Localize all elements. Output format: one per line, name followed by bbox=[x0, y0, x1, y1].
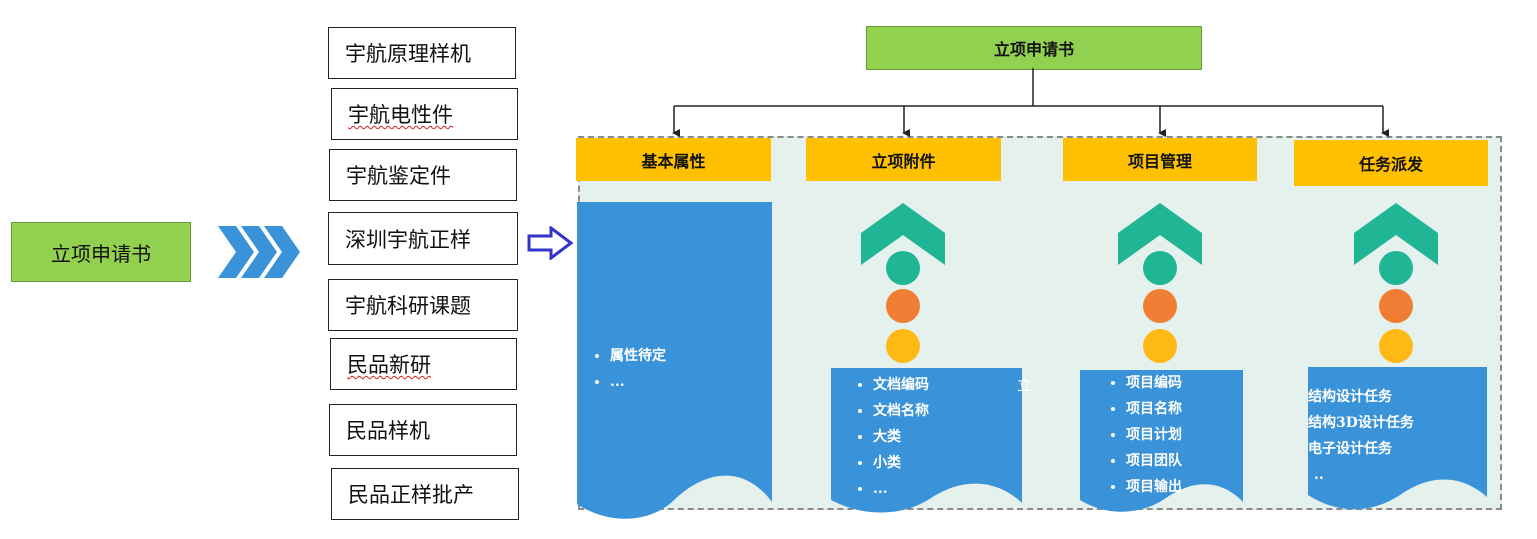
list-item: 大类 bbox=[873, 424, 929, 450]
task-list: 结构设计任务 结构3D设计任务 电子设计任务 .. bbox=[1308, 384, 1414, 488]
stray-text: 立 bbox=[1017, 376, 1033, 394]
list-item: 项目输出 bbox=[1126, 474, 1182, 500]
project-type-item[interactable]: 民品样机 bbox=[329, 404, 517, 456]
column-header: 任务派发 bbox=[1294, 140, 1488, 186]
attributes-list: 属性待定 ... bbox=[592, 343, 666, 395]
document-shape bbox=[577, 202, 772, 519]
document-shape bbox=[831, 368, 1022, 513]
project-type-item[interactable]: 宇航科研课题 bbox=[328, 279, 518, 331]
list-item: 项目计划 bbox=[1126, 422, 1182, 448]
project-type-item[interactable]: 宇航电性件 bbox=[331, 88, 518, 140]
up-chevron-icon bbox=[1118, 203, 1202, 265]
list-item: ... bbox=[873, 476, 929, 502]
column-header: 基本属性 bbox=[576, 138, 771, 181]
up-chevron-icon bbox=[861, 203, 945, 265]
list-item: .. bbox=[1314, 467, 1324, 483]
top-application-box: 立项申请书 bbox=[866, 26, 1202, 70]
up-chevron-icon bbox=[1354, 203, 1438, 265]
list-item: 项目名称 bbox=[1126, 396, 1182, 422]
list-item: 文档编码 bbox=[873, 372, 929, 398]
list-item: 结构设计任务 bbox=[1308, 389, 1392, 405]
list-item: 结构3D设计任务 bbox=[1308, 415, 1414, 431]
list-item: 项目编码 bbox=[1126, 370, 1182, 396]
project-type-item[interactable]: 宇航原理样机 bbox=[328, 27, 516, 79]
left-application-box: 立项申请书 bbox=[11, 222, 191, 282]
circle-stack-icon bbox=[886, 251, 920, 363]
circle-stack-icon bbox=[1143, 251, 1177, 363]
management-list: 项目编码 项目名称 项目计划 项目团队 项目输出 bbox=[1108, 370, 1182, 500]
list-item: 项目团队 bbox=[1126, 448, 1182, 474]
list-item: 小类 bbox=[873, 450, 929, 476]
column-header: 立项附件 bbox=[806, 138, 1001, 181]
document-shape bbox=[1308, 367, 1487, 510]
attachments-list: 文档编码 文档名称 大类 小类 ... bbox=[855, 372, 929, 502]
list-item: 文档名称 bbox=[873, 398, 929, 424]
circle-stack-icon bbox=[1379, 251, 1413, 363]
triple-chevron-icon bbox=[218, 226, 300, 278]
list-item: ... bbox=[610, 369, 666, 395]
list-item: 属性待定 bbox=[610, 343, 666, 369]
list-item: 电子设计任务 bbox=[1308, 441, 1392, 457]
outline-arrow-icon bbox=[527, 226, 573, 260]
project-type-item[interactable]: 民品新研 bbox=[330, 338, 517, 390]
left-application-label: 立项申请书 bbox=[51, 241, 151, 266]
project-type-item[interactable]: 深圳宇航正样 bbox=[328, 212, 518, 265]
top-application-label: 立项申请书 bbox=[993, 40, 1074, 59]
project-type-item[interactable]: 民品正样批产 bbox=[331, 468, 519, 520]
document-shape bbox=[1080, 370, 1243, 512]
column-header: 项目管理 bbox=[1063, 138, 1257, 181]
project-type-item[interactable]: 宇航鉴定件 bbox=[329, 149, 517, 201]
